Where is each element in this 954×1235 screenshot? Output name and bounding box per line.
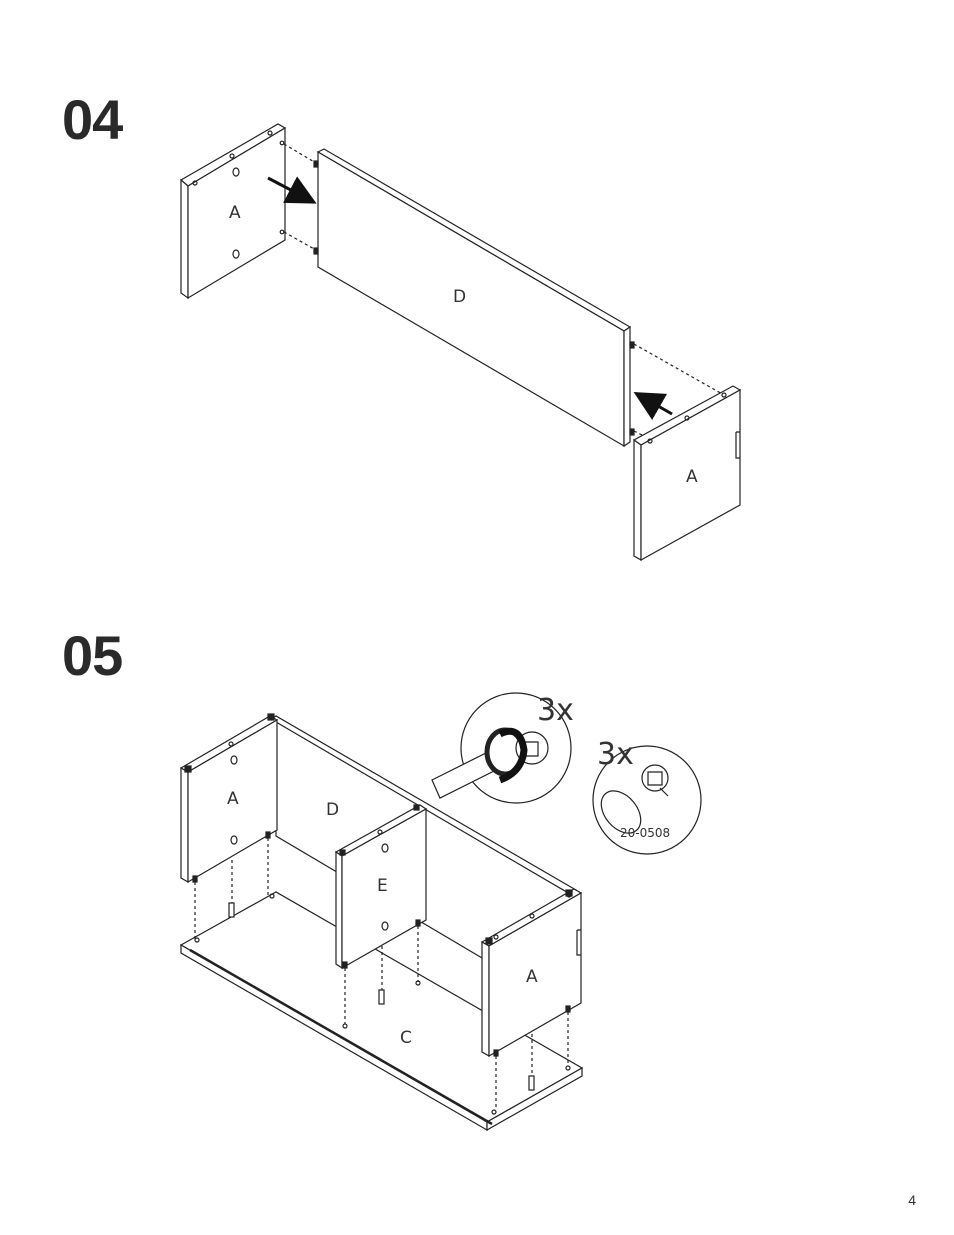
step05-label-e: E xyxy=(377,876,388,896)
callout-1-quantity: 3x xyxy=(537,693,574,728)
step05-label-a-right: A xyxy=(526,967,538,987)
step04-arrow-right xyxy=(644,398,672,414)
step04-label-a-right: A xyxy=(686,467,698,487)
step-04-illustration: A D xyxy=(181,124,740,560)
callout-2-part-code: 20-0508 xyxy=(620,826,670,840)
step-05-illustration: C D A xyxy=(181,693,701,1130)
callout-2-quantity: 3x xyxy=(597,737,634,772)
step04-label-a-left: A xyxy=(229,203,241,223)
step05-label-d: D xyxy=(326,800,339,820)
step05-label-a-left: A xyxy=(227,789,239,809)
step05-label-c: C xyxy=(400,1028,412,1048)
step04-label-d: D xyxy=(453,287,466,307)
step04-panel-d xyxy=(314,149,634,446)
